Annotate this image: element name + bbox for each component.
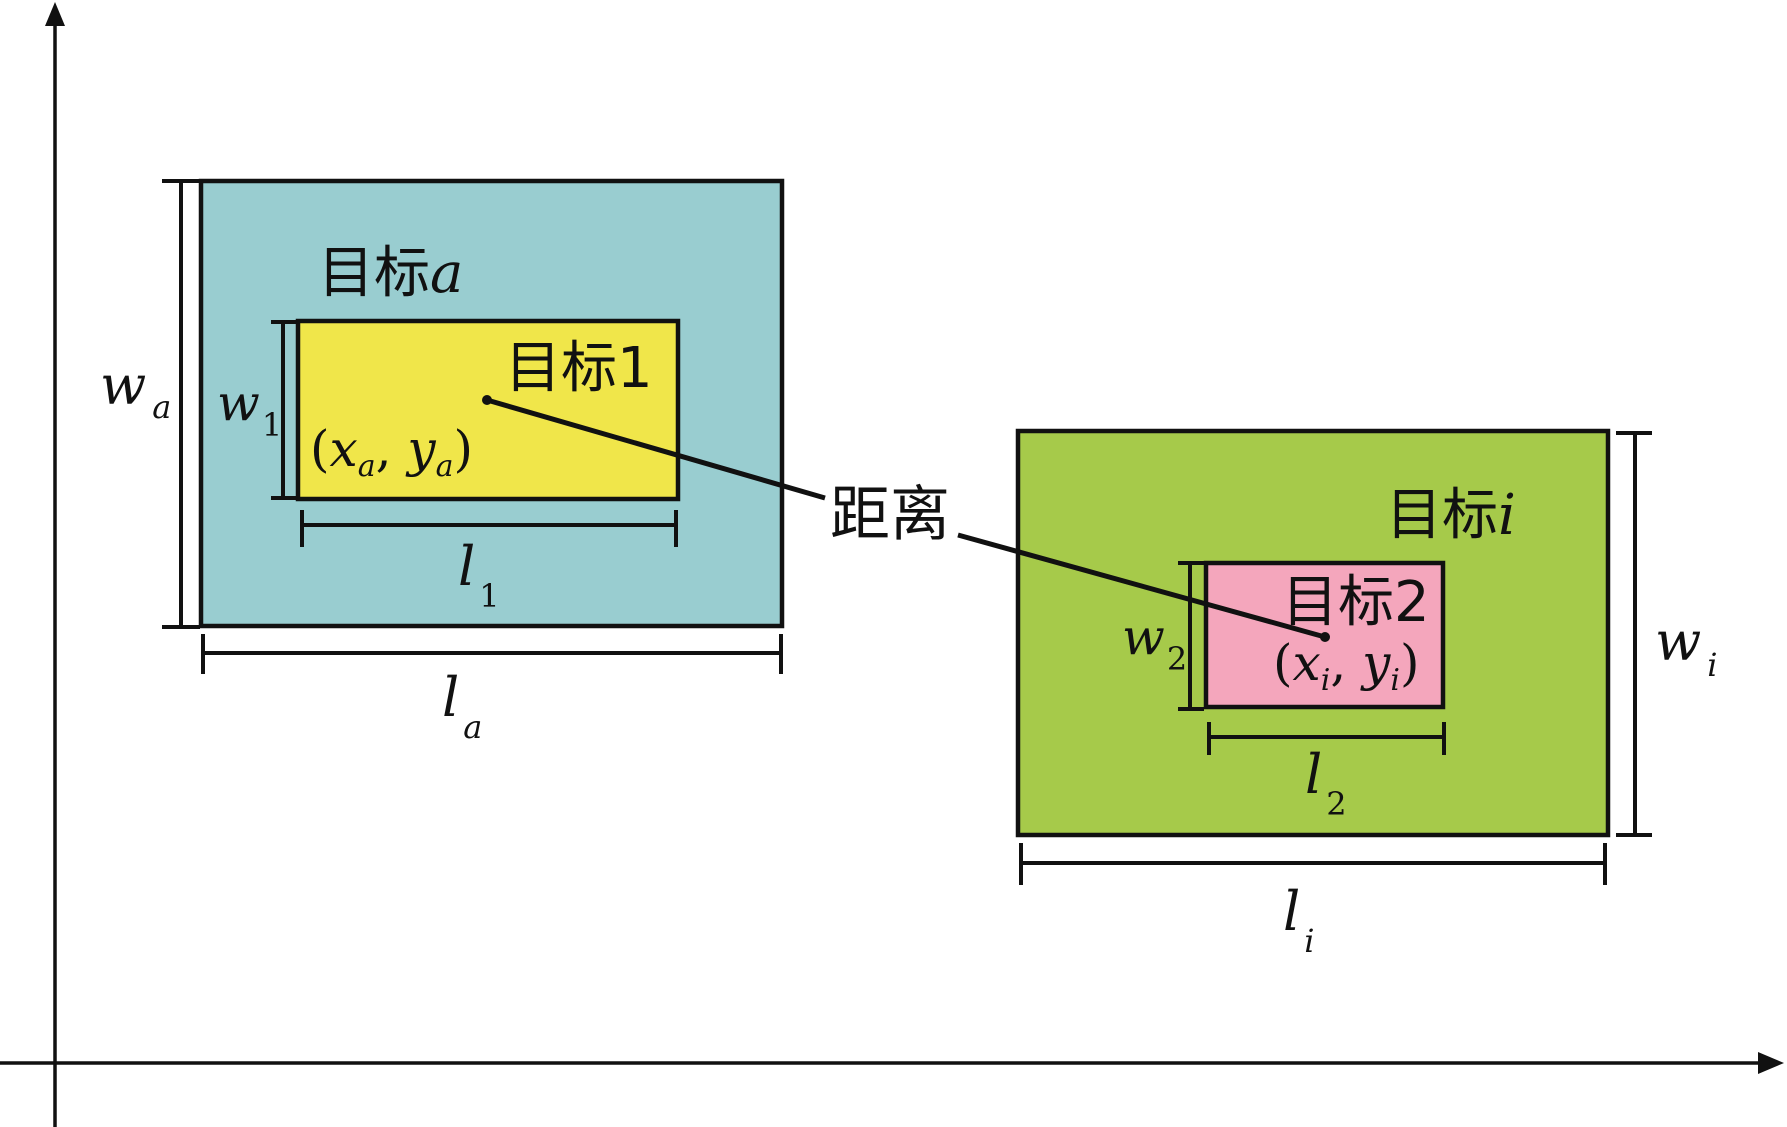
center-point-a <box>482 395 492 405</box>
distance-line-upper <box>486 397 826 501</box>
coord-a-label: (xa, ya) <box>310 420 473 484</box>
target-1-label: 目标1 <box>505 336 653 401</box>
coord-i-label: (xi, yi) <box>1273 634 1420 698</box>
distance-line-lower <box>957 532 1326 640</box>
dim-w2-label: w2 <box>1122 608 1187 678</box>
y-axis-arrow <box>45 2 65 26</box>
target-1-box <box>295 318 681 502</box>
center-point-i <box>1320 632 1330 642</box>
target-2-label: 目标2 <box>1282 570 1430 635</box>
distance-label: 距离 <box>830 480 950 550</box>
target-a-label: 目标a <box>318 241 463 306</box>
target-i-box <box>1015 428 1611 838</box>
target-i-label: 目标i <box>1386 483 1516 548</box>
x-axis-arrow <box>1758 1052 1784 1074</box>
dim-w1-label: w1 <box>217 374 282 444</box>
